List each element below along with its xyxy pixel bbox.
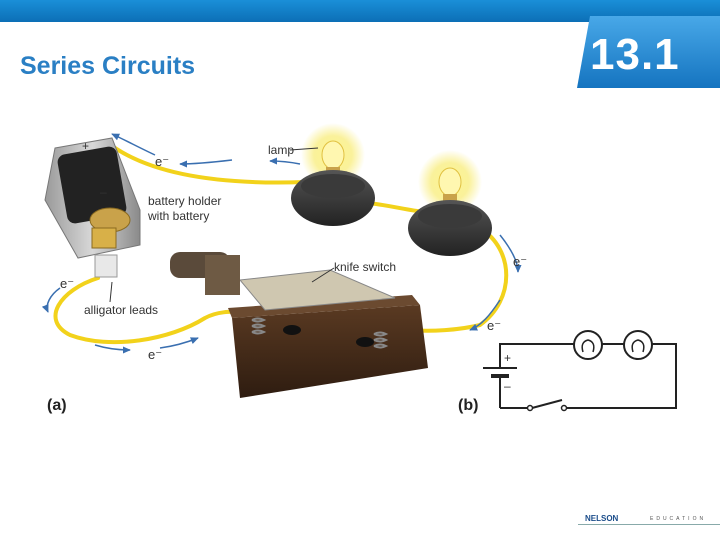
electron-label-1: e⁻ (155, 154, 169, 169)
battery-holder-label-2: with battery (147, 209, 209, 223)
lamp-1 (291, 123, 375, 226)
schematic (483, 331, 676, 408)
battery-minus-label: – (100, 185, 107, 199)
part-b-label: (b) (458, 397, 478, 414)
electron-label-5: e⁻ (487, 318, 501, 333)
battery-holder (45, 138, 140, 277)
electron-label-4: e⁻ (513, 254, 527, 269)
knife-switch-label: knife switch (334, 260, 396, 274)
publisher-sub: EDUCATION (650, 516, 706, 522)
schematic-lamp-2 (624, 331, 652, 359)
electron-label-3: e⁻ (148, 347, 162, 362)
battery-plus-label: + (82, 139, 89, 153)
schematic-lamp-1 (574, 331, 602, 359)
schematic-switch (532, 400, 562, 408)
alligator-leads-label: alligator leads (84, 303, 158, 317)
part-a-label: (a) (47, 397, 67, 414)
footer-divider (578, 524, 720, 525)
lamp-2 (408, 150, 492, 256)
publisher-logo: NELSON (585, 514, 618, 523)
electron-label-2: e⁻ (60, 276, 74, 291)
battery-holder-label-1: battery holder (148, 194, 221, 208)
schematic-plus-label: + (504, 351, 511, 365)
schematic-minus-label: – (504, 379, 511, 393)
alligator-leader-line (110, 282, 112, 302)
